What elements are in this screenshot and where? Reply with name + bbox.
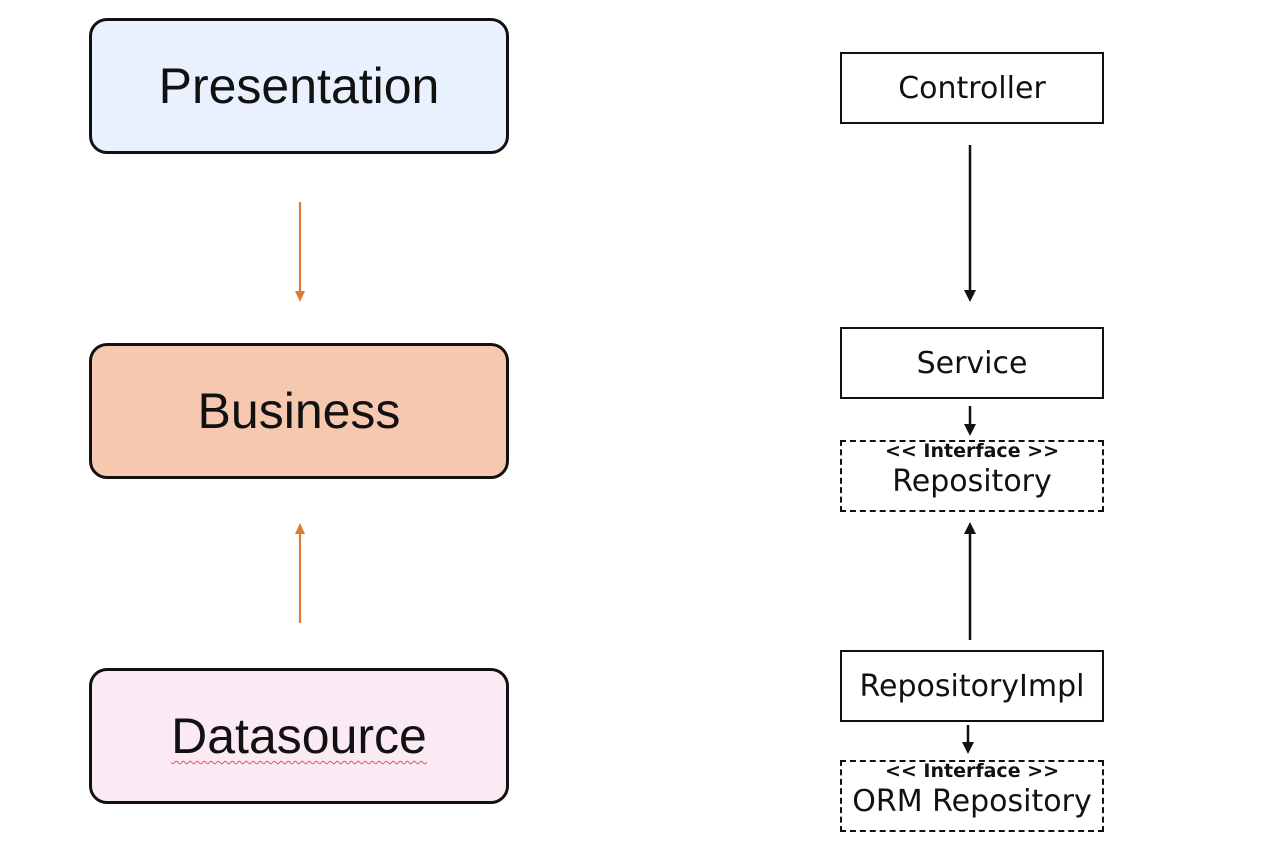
orm-repository-label: ORM Repository: [852, 784, 1092, 819]
orm-repository-interface-box: << Interface >> ORM Repository: [840, 760, 1104, 832]
business-layer-box: Business: [89, 343, 509, 479]
service-to-repository-arrow: [964, 406, 976, 436]
repository-impl-label: RepositoryImpl: [859, 668, 1085, 704]
repository-interface-box: << Interface >> Repository: [840, 440, 1104, 512]
business-layer-label: Business: [197, 383, 401, 439]
orm-repository-stereotype: << Interface >>: [880, 762, 1064, 781]
service-box: Service: [840, 327, 1104, 399]
service-label: Service: [916, 345, 1028, 381]
datasource-layer-box: Datasource: [89, 668, 509, 804]
presentation-layer-label: Presentation: [158, 58, 440, 114]
controller-label: Controller: [898, 70, 1046, 106]
repository-impl-box: RepositoryImpl: [840, 650, 1104, 722]
repository-impl-to-repository-arrow: [964, 522, 976, 640]
repository-impl-to-orm-repository-arrow: [962, 725, 974, 754]
controller-to-service-arrow: [964, 145, 976, 302]
repository-label: Repository: [892, 464, 1052, 499]
datasource-layer-label: Datasource: [171, 708, 427, 764]
presentation-layer-box: Presentation: [89, 18, 509, 154]
presentation-to-business-arrow: [295, 202, 305, 302]
controller-box: Controller: [840, 52, 1104, 124]
datasource-to-business-arrow: [295, 523, 305, 623]
repository-stereotype: << Interface >>: [880, 442, 1064, 461]
